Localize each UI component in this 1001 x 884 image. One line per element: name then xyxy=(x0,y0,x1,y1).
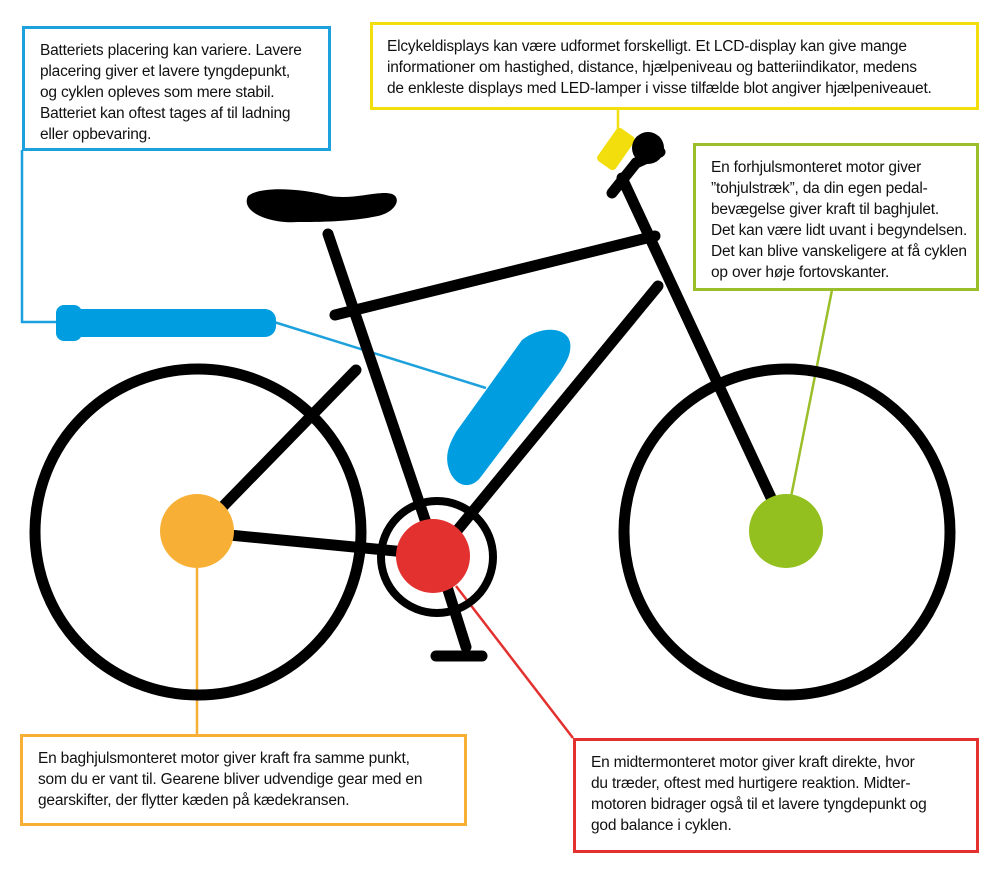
callout-rear-motor-line: som du er vant til. Gearene bliver udven… xyxy=(38,771,423,788)
callout-battery-line: Batteriets placering kan variere. Lavere xyxy=(40,42,302,59)
callout-rear-motor-line: gearskifter, der flytter kæden på kædekr… xyxy=(38,792,350,809)
callout-mid-motor-line: du træder, oftest med hurtigere reaktion… xyxy=(591,775,911,792)
front-hub-motor xyxy=(749,494,823,568)
rack-battery xyxy=(58,309,276,337)
callout-display: Elcykeldisplays kan være udformet forske… xyxy=(370,22,979,110)
callout-front-motor-line: En forhjulsmonteret motor giver xyxy=(711,159,922,176)
leader-line-mid-motor xyxy=(455,585,574,739)
callout-rear-motor-line: En baghjulsmonteret motor giver kraft fr… xyxy=(38,750,410,767)
callout-battery: Batteriets placering kan variere. Lavere… xyxy=(22,26,331,151)
callout-mid-motor: En midtermonteret motor giver kraft dire… xyxy=(573,738,979,853)
callout-battery-line: og cyklen opleves som mere stabil. xyxy=(40,84,275,101)
chainring xyxy=(377,497,497,617)
downtube-battery xyxy=(447,329,571,486)
front-wheel xyxy=(618,363,956,701)
display-unit xyxy=(597,127,635,171)
callout-mid-motor-line: god balance i cyklen. xyxy=(591,817,732,834)
callout-mid-motor-line: En midtermonteret motor giver kraft dire… xyxy=(591,754,915,771)
leader-line-front-motor xyxy=(788,289,834,503)
callout-battery-line: Batteriet kan oftest tages af til ladnin… xyxy=(40,105,291,122)
callout-rear-motor: En baghjulsmonteret motor giver kraft fr… xyxy=(20,734,467,826)
callout-front-motor-line: Det kan være lidt uvant i begyndelsen. xyxy=(711,222,968,239)
leader-line-battery xyxy=(20,150,58,324)
callout-display-line: informationer om hastighed, distance, hj… xyxy=(387,59,917,76)
leader-line-battery-pack xyxy=(273,320,487,390)
rear-hub-motor xyxy=(160,494,234,568)
leader-lines xyxy=(20,108,834,739)
callout-front-motor-line: Det kan blive vanskeligere at få cyklen xyxy=(711,243,967,260)
callout-front-motor-line: ”tohjulstræk”, da din egen pedal- xyxy=(711,180,928,197)
callout-front-motor: En forhjulsmonteret motor giver ”tohjuls… xyxy=(693,143,979,291)
callout-front-motor-line: op over høje fortovskanter. xyxy=(711,264,890,281)
callout-display-line: Elcykeldisplays kan være udformet forske… xyxy=(387,38,907,55)
callout-mid-motor-line: motoren bidrager også til et lavere tyng… xyxy=(591,796,927,813)
callout-battery-line: eller opbevaring. xyxy=(40,126,152,143)
callout-display-line: de enkleste displays med LED-lamper i vi… xyxy=(387,80,932,97)
callout-battery-line: placering giver et lavere tyngdepunkt, xyxy=(40,63,291,80)
rack-battery-cap xyxy=(56,305,82,341)
mid-drive-motor xyxy=(396,519,470,593)
callout-front-motor-line: bevægelse giver kraft til baghjulet. xyxy=(711,201,940,218)
handlebar-grip xyxy=(632,132,664,164)
rear-wheel xyxy=(29,363,367,701)
saddle xyxy=(246,189,397,223)
